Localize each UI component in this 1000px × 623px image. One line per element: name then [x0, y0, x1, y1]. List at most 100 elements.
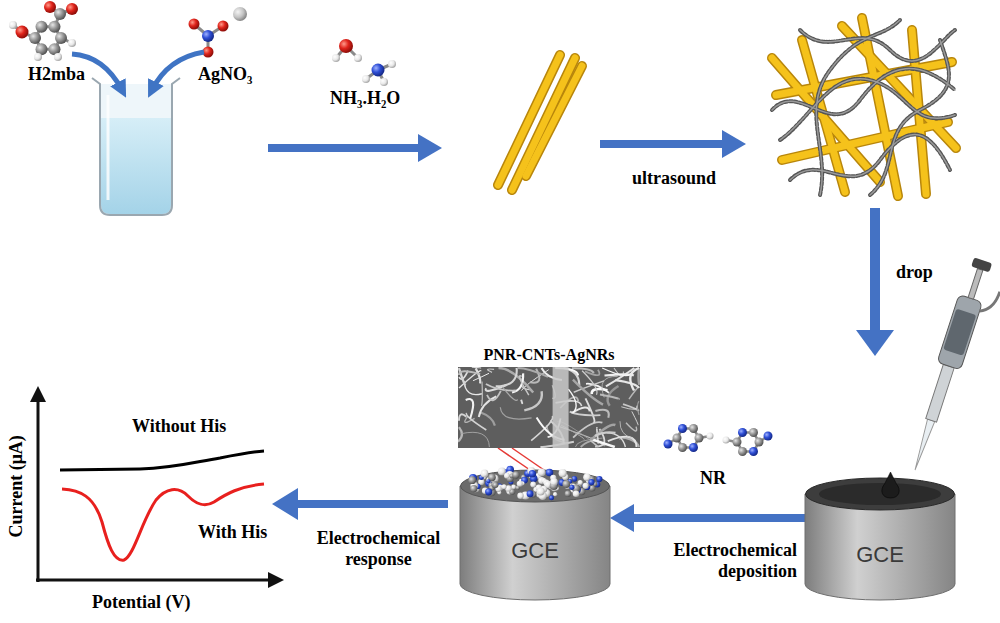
- pipette: [903, 257, 1000, 478]
- nanorod-nanotube-composite: [772, 20, 955, 195]
- film-molecule: [502, 484, 507, 489]
- sem-fiber: [637, 401, 639, 415]
- neutral-red-molecule: [664, 424, 773, 456]
- film-molecule: [553, 492, 557, 496]
- h2mba-molecule: [49, 21, 61, 33]
- sem-fiber: [458, 427, 462, 442]
- film-molecule: [569, 485, 574, 490]
- pipette: [937, 295, 983, 370]
- label-box: drop: [896, 262, 933, 283]
- sem-fiber: [607, 433, 625, 447]
- sem-fiber: [591, 441, 598, 447]
- film-molecule: [504, 473, 510, 479]
- film-molecule: [468, 476, 476, 484]
- sem-fiber: [524, 391, 542, 410]
- sem-fiber: [480, 412, 495, 425]
- h2mba-molecule: [16, 26, 29, 39]
- silver-nitrate-molecule: [189, 7, 248, 58]
- compound-label: AgNO₃: [198, 64, 252, 84]
- film-molecule: [583, 483, 589, 489]
- electrode-surface: [806, 478, 955, 510]
- voltammogram: [37, 400, 40, 582]
- label-box: With His: [198, 522, 267, 543]
- film-molecule: [573, 490, 580, 497]
- film-molecule: [529, 470, 536, 477]
- reagent-label: NH₃.H₂O: [330, 88, 400, 108]
- sem-fiber: [487, 391, 501, 400]
- axis-title: Current (μA): [6, 435, 26, 537]
- sem-fiber: [466, 399, 473, 418]
- h2mba-molecule: [44, 1, 56, 13]
- cylinder-body: [460, 486, 610, 600]
- process-arrow: [600, 140, 722, 148]
- neutral-red-molecule: [689, 443, 698, 452]
- callout-line: [512, 448, 544, 470]
- sem-fiber: [595, 432, 616, 436]
- sem-fiber: [595, 410, 608, 418]
- curve-label: Without His: [132, 416, 226, 436]
- pipette: [968, 269, 983, 300]
- sem-fiber: [488, 369, 494, 372]
- ammonia-water-molecule: [332, 39, 396, 86]
- film-molecule: [517, 481, 523, 487]
- voltammogram: [36, 579, 270, 582]
- sem-fiber: [466, 413, 486, 430]
- sem-fiber: [637, 368, 640, 385]
- sem-fiber: [590, 425, 615, 441]
- label-box: Current (μA): [6, 435, 27, 537]
- pipette: [911, 419, 934, 471]
- neutral-red-molecule: [678, 424, 687, 433]
- h2mba-molecule: [54, 53, 62, 61]
- film-molecule: [493, 482, 499, 488]
- neutral-red-molecule: [707, 433, 714, 440]
- film-molecule: [596, 476, 602, 482]
- pipette: [971, 257, 992, 272]
- silver-nanorods: [512, 58, 575, 190]
- sem-fiber: [632, 411, 638, 425]
- label-box: H2mba: [28, 64, 85, 85]
- nanorod-nanotube-composite: [780, 79, 955, 140]
- silver-nitrate-molecule: [189, 19, 200, 30]
- process-arrow: [268, 130, 894, 520]
- sem-fiber: [500, 407, 531, 419]
- label-box: Without His: [132, 416, 226, 437]
- process-arrow: [856, 330, 894, 356]
- nanorod-nanotube-composite: [772, 18, 956, 196]
- process-arrow: [298, 500, 448, 508]
- neutral-red-molecule: [738, 447, 747, 456]
- ammonia-water-molecule: [354, 54, 362, 62]
- film-molecule: [511, 484, 516, 489]
- film-molecule: [565, 491, 571, 497]
- arrowhead: [610, 504, 634, 532]
- film-molecule: [559, 469, 567, 477]
- sem-fiber: [519, 376, 528, 395]
- film-molecule: [517, 493, 523, 499]
- sem-fiber: [602, 368, 632, 375]
- voltammogram: [30, 386, 284, 588]
- electrode-surface: [819, 483, 941, 505]
- voltammogram: [60, 451, 264, 470]
- silver-nanorods: [512, 58, 575, 190]
- sem-fiber: [623, 404, 639, 411]
- h2mba-molecule: [55, 32, 67, 44]
- beaker: [107, 95, 110, 200]
- sem-fiber: [626, 423, 637, 431]
- h2mba-molecule: [9, 1, 78, 61]
- electrode-label: GCE: [856, 542, 904, 568]
- film-molecule: [578, 480, 583, 485]
- sem-fiber: [459, 371, 480, 375]
- micrograph-heading: PNR-CNTs-AgNRs: [458, 345, 640, 364]
- label-box: AgNO₃: [198, 64, 252, 85]
- silver-nanorods: [498, 55, 582, 190]
- film-molecule: [527, 490, 534, 497]
- cylinder-outline: [460, 470, 610, 600]
- connector-line: [634, 514, 805, 522]
- sem-fiber: [496, 368, 517, 386]
- electrode-label-area: GCE: [805, 510, 955, 600]
- sem-fiber: [620, 421, 633, 438]
- sem-fiber: [568, 389, 576, 413]
- pipette: [980, 288, 1000, 316]
- h2mba-molecule: [54, 8, 66, 20]
- process-arrow: [610, 504, 805, 532]
